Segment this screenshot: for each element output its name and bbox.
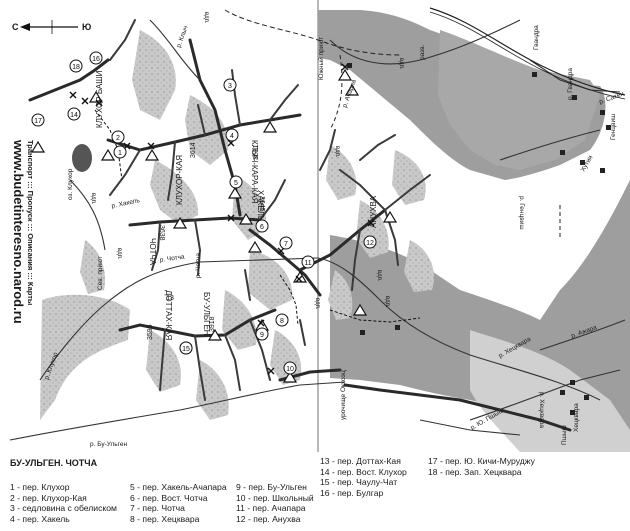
legend-item: 3 - седловина с обелиском (10, 503, 117, 514)
legend-column-3: 9 - пер. Бу-Ульген 10 - пер. Школьный 11… (236, 482, 314, 524)
peak-dottakh-kaya: ДОТТАХ-КАЯ (164, 290, 173, 340)
legend-column-5: 17 - пер. Ю. Кичи-Муруджу 18 - пер. Зап.… (428, 456, 535, 477)
pass-num-13: 13 (166, 295, 174, 302)
height-3595: 3595 (147, 324, 154, 340)
height-3631: 3631 (253, 144, 260, 160)
pass-number-circles (31, 51, 377, 375)
label-urochishche: урочище Окхоэц (340, 370, 347, 420)
pass-num-17: 17 (34, 118, 42, 125)
label-razv: разв. (419, 44, 426, 60)
roads (224, 7, 626, 240)
pass-num-9: 9 (260, 332, 264, 339)
pass-num-4: 4 (230, 133, 234, 140)
vdp-2: вдп. (116, 248, 122, 260)
legend-item: 12 - пер. Анухва (236, 513, 301, 524)
pass-num-1: 1 (118, 150, 122, 157)
pass-num-11: 11 (304, 260, 311, 267)
pass-markers (30, 68, 398, 383)
legend-item: 9 - пер. Бу-Ульген (236, 482, 307, 492)
label-gvandra: Гвандра (533, 25, 540, 50)
legend-item: 17 - пер. Ю. Кичи-Муруджу (428, 456, 535, 466)
legend-column-2: 5 - пер. Хакель-Ачапара 6 - пер. Вост. Ч… (130, 482, 227, 524)
height-3614: 3614 (190, 142, 197, 158)
label-pshysh: Пшыш (561, 425, 568, 445)
river-gvandra: р. Гвандра (567, 68, 574, 100)
vdp-3: вдп. (203, 12, 209, 24)
website-banner: www.budetinteresno.narod.ru Транспорт ::… (11, 139, 35, 324)
height-3638: 3638 (158, 225, 165, 241)
height-3918: 3918 (209, 316, 216, 332)
website-url: www.budetinteresno.narod.ru (11, 139, 26, 324)
label-lake-klukhor: оз. Клухор (67, 168, 74, 200)
legend-item: 13 - пер. Доттах-Кая (320, 456, 401, 466)
buildings (347, 63, 611, 415)
rivers (9, 19, 626, 441)
river-bu-ulgen: р. Бу-Ульген (90, 441, 127, 448)
legend-item: 10 - пер. Школьный (236, 492, 314, 503)
legend-title: БУ-УЛЬГЕН. ЧОТЧА (10, 458, 98, 468)
peak-bu-ulgen: БУ-УЛЬГЕН (202, 292, 211, 336)
legend-column-4: 13 - пер. Доттах-Кая 14 - пер. Вост. Клу… (320, 456, 407, 498)
label-sev-priut: Сев. приют (97, 256, 104, 290)
pass-num-16: 16 (92, 56, 100, 63)
peak-klukhor-bashi: КЛУХОР БАШИ (95, 70, 104, 128)
pass-num-8: 8 (280, 318, 284, 325)
river-chotcha-2: р. Чотча (195, 253, 202, 278)
river-chotcha: р. Чотча (159, 254, 185, 264)
vdp-8: вдп. (314, 298, 320, 310)
lake-klukhor (72, 144, 92, 172)
legend-item: 15 - пер. Чаулу-Чат (320, 477, 398, 488)
river-khetskvara: р. Хецквара (538, 392, 545, 428)
website-subtitle: Транспорт ::: Пропуск ::: Описания ::: К… (26, 140, 35, 305)
peak-khakel: ХАКЕЛЬ (256, 190, 265, 221)
legend-item: 11 - пер. Ачапара (236, 503, 306, 514)
pass-num-18: 18 (72, 64, 80, 71)
peak-klych-kara-kaya: КЛЫЧ-КАРА-КАЯ (250, 140, 259, 204)
topographic-map: С Ю 1 2 3 4 5 6 7 8 9 10 11 12 13 14 (9, 0, 630, 452)
pass-num-7: 7 (284, 241, 288, 248)
legend: БУ-УЛЬГЕН. ЧОТЧА 1 - пер. Клухор 2 - пер… (8, 456, 628, 528)
legend-item: 16 - пер. Булгар (320, 487, 384, 498)
legend-item: 1 - пер. Клухор (10, 482, 70, 492)
pass-crossings (69, 63, 375, 375)
legend-item: 2 - пер. Клухор-Кая (10, 492, 87, 503)
pass-num-6: 6 (260, 224, 264, 231)
compass-north: С (12, 22, 19, 32)
label-yuzhny-priut: Южный приют (317, 37, 325, 80)
peak-anukhva: АНУХВА (369, 195, 378, 228)
vdp-4: вдп. (334, 146, 340, 158)
legend-item: 7 - пер. Чотча (130, 503, 185, 514)
river-genchvish: р. Генцвиш (518, 196, 525, 230)
compass-arrow (20, 20, 78, 34)
pass-num-14: 14 (70, 112, 78, 119)
pass-num-10: 10 (286, 366, 294, 373)
legend-item: 6 - пер. Вост. Чотча (130, 492, 208, 503)
label-genchvish: Генцвиш (610, 114, 617, 140)
label-khetskvara: Хецквара (573, 403, 580, 432)
pass-num-5: 5 (234, 180, 238, 187)
legend-column-1: 1 - пер. Клухор 2 - пер. Клухор-Кая 3 - … (10, 482, 117, 524)
legend-item: 4 - пер. Хакель (10, 513, 70, 524)
compass-south: Ю (82, 22, 91, 32)
height-3645: 3645 (258, 196, 265, 212)
vdp-5: вдп. (398, 58, 404, 70)
forest-zone-upper (438, 30, 600, 170)
legend-item: 5 - пер. Хакель-Ачапара (130, 482, 227, 492)
peak-klukhor-kaya: КЛУХОР-КАЯ (175, 155, 184, 205)
pass-num-2: 2 (116, 135, 120, 142)
vdp-7: вдп. (384, 296, 390, 308)
vdp-6: вдп. (376, 270, 382, 282)
peak-chotcha: ЧОТЧА (148, 238, 157, 266)
vdp-1: вдп. (90, 193, 96, 205)
pass-num-12: 12 (366, 240, 374, 247)
pass-num-15: 15 (182, 346, 190, 353)
pass-num-3: 3 (228, 83, 232, 90)
legend-item: 14 - пер. Вост. Клухор (320, 466, 407, 477)
legend-item: 18 - пер. Зап. Хецквара (428, 466, 522, 477)
legend-item: 8 - пер. Хецквара (130, 513, 200, 524)
glaciers (40, 30, 434, 420)
